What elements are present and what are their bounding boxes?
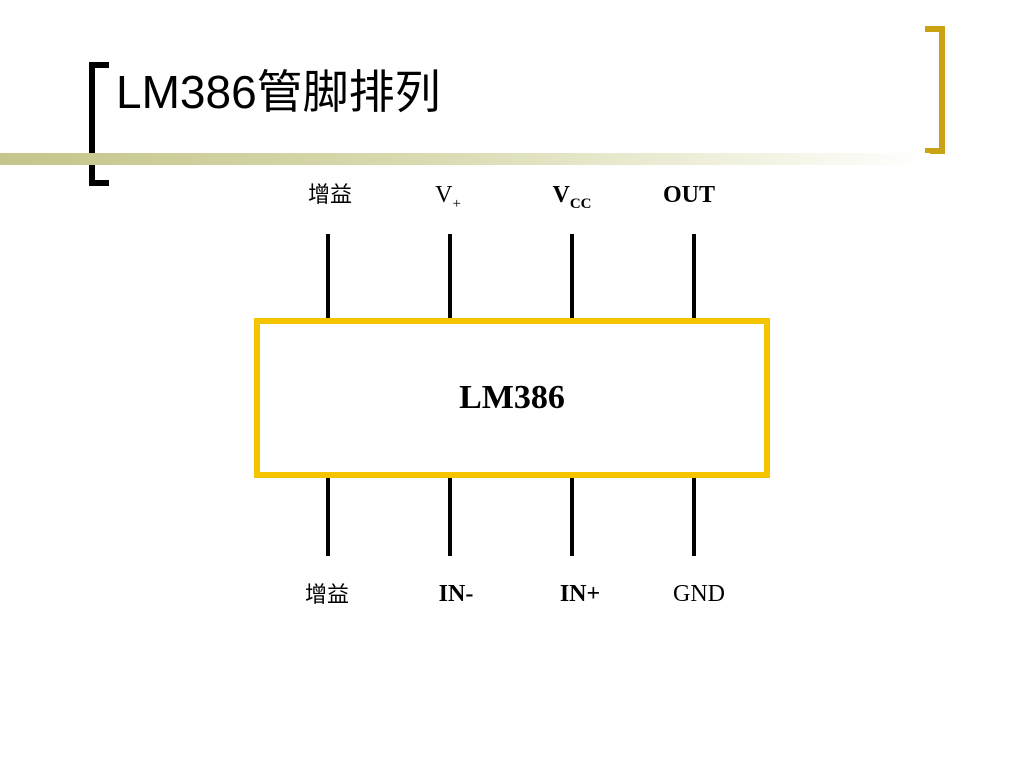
title-bracket-left-top <box>89 62 109 68</box>
title-underline-bar <box>0 153 930 165</box>
pin-top-2-label-sub: + <box>452 195 461 212</box>
pin-top-4-label-text: OUT <box>662 182 715 208</box>
title-bracket-right-top <box>925 26 945 32</box>
pin-bottom-1 <box>326 472 330 556</box>
pin-bottom-2 <box>448 472 452 556</box>
pin-top-2 <box>448 234 452 318</box>
pin-top-1-label: 增益 <box>280 181 380 211</box>
title-bracket-right-bottom <box>925 148 945 154</box>
title-bracket-right <box>939 26 945 154</box>
pin-bottom-4 <box>692 472 696 556</box>
pin-bottom-2-label: IN- <box>406 579 506 609</box>
title-bracket-left <box>89 62 95 186</box>
pin-top-4-label: OUT <box>639 180 739 210</box>
slide-title: LM386管脚排列 <box>116 66 441 118</box>
chip-name: LM386 <box>459 379 565 416</box>
pin-bottom-1-label-text: 增益 <box>304 583 349 608</box>
pin-top-4 <box>692 234 696 318</box>
pin-bottom-4-label: GND <box>649 579 749 609</box>
pin-top-3-label-sub: CC <box>569 195 592 212</box>
pin-top-1-label-text: 增益 <box>307 183 352 208</box>
pin-bottom-3-label: IN+ <box>530 579 630 609</box>
title-bracket-left-bottom <box>89 180 109 186</box>
pin-top-1 <box>326 234 330 318</box>
pin-top-3 <box>570 234 574 318</box>
pin-bottom-2-label-text: IN- <box>438 581 474 607</box>
pin-top-3-label: VCC <box>522 180 622 219</box>
pin-bottom-1-label: 增益 <box>277 581 377 611</box>
chip-body <box>254 318 770 478</box>
pin-bottom-3 <box>570 472 574 556</box>
pin-top-2-label: V+ <box>398 180 498 219</box>
pin-bottom-4-label-text: GND <box>673 581 725 607</box>
pin-top-2-label-text: V <box>435 182 453 208</box>
pin-top-3-label-text: V <box>552 182 570 208</box>
pin-bottom-3-label-text: IN+ <box>559 581 601 607</box>
